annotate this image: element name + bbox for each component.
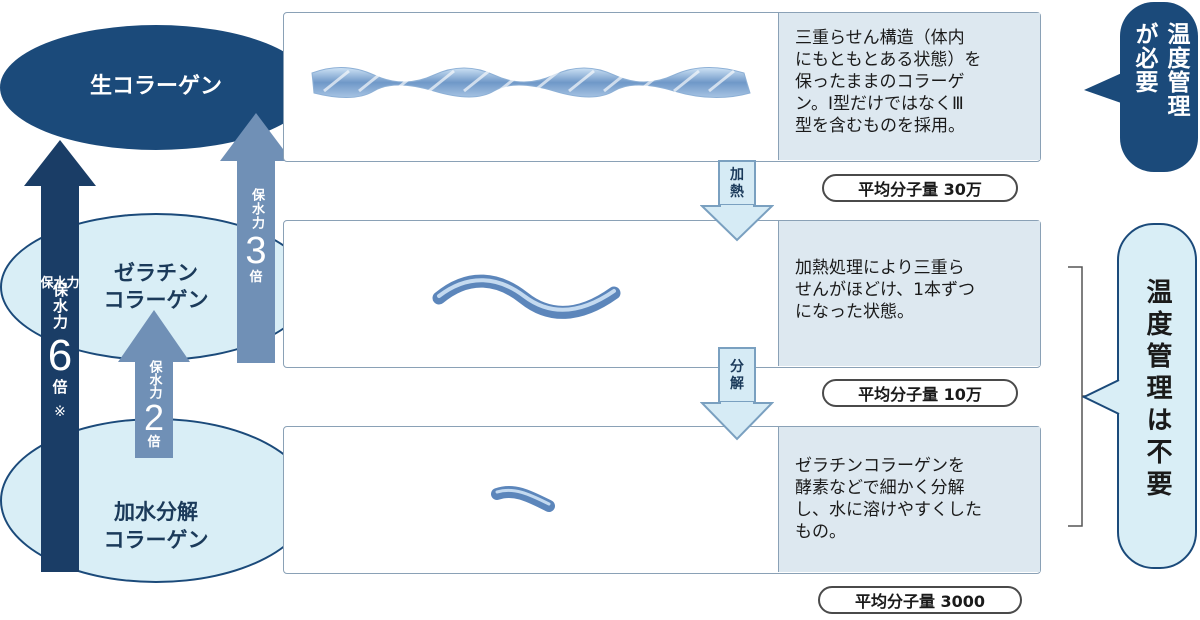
gelatin-label-line1: ゼラチン <box>114 260 198 285</box>
hydrolyzed-collagen-panel: ゼラチンコラーゲンを 酵素などで細かく分解 し、水に溶けやすくした もの。 <box>283 426 1041 574</box>
triple-helix-illustration <box>311 66 751 99</box>
needed-callout-col1: 温度管理 <box>1163 22 1189 118</box>
gelatin-description: 加熱処理により三重ら せんがほどけ、1本ずつ になった状態。 <box>778 221 1040 366</box>
gelatin-molecular-weight-badge: 平均分子量 10万 <box>822 379 1018 407</box>
six-note-mark: ※ <box>54 404 66 420</box>
hydrolyzed-label-line1: 加水分解 <box>114 500 198 525</box>
two-unit: 倍 <box>147 435 161 450</box>
raw-collagen-label: 生コラーゲン <box>89 74 222 100</box>
three-label-text: 保水力 <box>249 188 264 230</box>
fragment-illustration <box>491 485 555 512</box>
two-label-text: 保水力 <box>146 360 162 399</box>
raw-collagen-description: 三重らせん構造（体内 にもともとある状態）を 保ったままのコラーゲ ン。Ⅰ型だけ… <box>778 13 1040 160</box>
not-needed-callout-text: 温度管理は不要 <box>1142 278 1172 502</box>
heat-process-arrow: 加 熱 <box>700 160 774 242</box>
needed-callout-col2: が必要 <box>1131 22 1157 94</box>
three-unit: 倍 <box>249 270 263 285</box>
three-times-label: 保水力 3 倍 <box>237 188 275 286</box>
single-strand-illustration <box>432 274 621 319</box>
hydrolyzed-molecular-weight-badge: 平均分子量 3000 <box>818 586 1022 614</box>
three-number: 3 <box>245 230 267 272</box>
six-times-label: 保水力 6 倍 ※ <box>41 282 79 420</box>
hydrolyzed-label-line2: コラーゲン <box>103 527 209 552</box>
six-label-text: 保水力 <box>51 282 69 330</box>
gelatin-label-line2: コラーゲン <box>103 288 209 312</box>
water-retention-2x-arrow <box>118 310 190 458</box>
six-unit: 倍 <box>52 378 68 396</box>
raw-collagen-ellipse: 生コラーゲン <box>0 25 312 150</box>
water-retention-3x-arrow <box>220 113 292 363</box>
two-times-label: 保水力 2 倍 <box>135 360 173 450</box>
gelatin-collagen-panel: 加熱処理により三重ら せんがほどけ、1本ずつ になった状態。 <box>283 220 1041 368</box>
raw-collagen-panel: 三重らせん構造（体内 にもともとある状態）を 保ったままのコラーゲ ン。Ⅰ型だけ… <box>283 12 1041 162</box>
decompose-process-arrow: 分 解 <box>700 347 774 443</box>
six-label: 保水力 <box>40 276 80 291</box>
hydrolyzed-description: ゼラチンコラーゲンを 酵素などで細かく分解 し、水に溶けやすくした もの。 <box>778 427 1040 572</box>
water-retention-6x-arrow: 保水力 <box>24 140 96 572</box>
six-number: 6 <box>47 331 73 380</box>
two-number: 2 <box>143 397 165 438</box>
raw-molecular-weight-badge: 平均分子量 30万 <box>822 174 1018 202</box>
